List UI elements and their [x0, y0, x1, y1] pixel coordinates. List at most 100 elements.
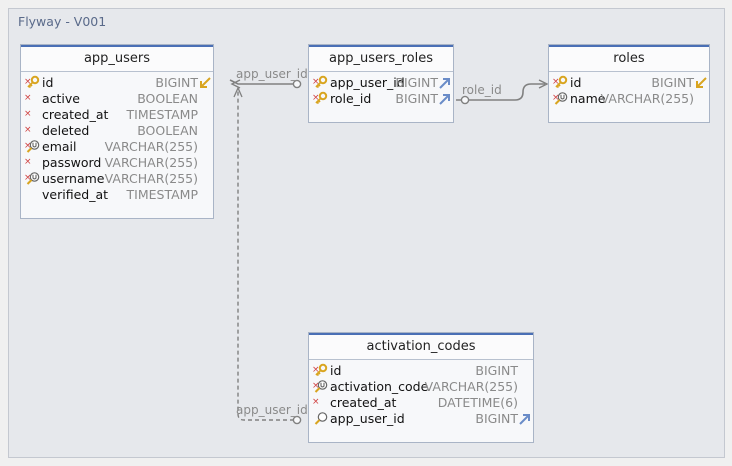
- fk-arrow-icon: [438, 92, 452, 106]
- primary-key-icon: [314, 363, 328, 379]
- not-null-mark-icon: ×: [312, 365, 320, 375]
- column-type: BOOLEAN: [137, 123, 198, 138]
- column-name: password: [42, 155, 102, 170]
- column-type: BIGINT: [155, 75, 198, 90]
- column-name: app_user_id: [330, 411, 405, 426]
- column-name: role_id: [330, 91, 372, 106]
- column-name: active: [42, 91, 80, 106]
- fk-arrow-icon: [518, 412, 532, 426]
- column-row-created-at[interactable]: × created_at TIMESTAMP: [21, 107, 213, 123]
- column-type: TIMESTAMP: [126, 107, 198, 122]
- column-name: id: [570, 75, 582, 90]
- column-name: verified_at: [42, 187, 109, 202]
- column-type: VARCHAR(255): [104, 155, 198, 170]
- not-null-mark-icon: ×: [24, 125, 32, 135]
- diagram-title: Flyway - V001: [18, 14, 107, 29]
- not-null-mark-icon: ×: [312, 77, 320, 87]
- column-row-app-user-id[interactable]: app_user_id BIGINT: [309, 411, 533, 427]
- column-row-active[interactable]: × active BOOLEAN: [21, 91, 213, 107]
- not-null-mark-icon: ×: [24, 93, 32, 103]
- not-null-mark-icon: ×: [24, 109, 32, 119]
- table-header: app_users_roles: [309, 47, 453, 72]
- column-type: DATETIME(6): [437, 395, 518, 410]
- column-row-email[interactable]: × email VARCHAR(255): [21, 139, 213, 155]
- table-header: roles: [549, 47, 709, 72]
- primary-key-icon: [314, 75, 328, 91]
- primary-key-icon: [314, 91, 328, 107]
- relation-label: app_user_id: [236, 403, 308, 417]
- relation-arrow-head: [230, 79, 241, 89]
- table-header: app_users: [21, 47, 213, 72]
- column-name: id: [330, 363, 342, 378]
- not-null-mark-icon: ×: [24, 157, 32, 167]
- column-row-verified-at[interactable]: verified_at TIMESTAMP: [21, 187, 213, 203]
- not-null-mark-icon: ×: [24, 141, 32, 151]
- primary-key-icon: [26, 75, 40, 91]
- column-type: BIGINT: [475, 411, 518, 426]
- column-name: email: [42, 139, 77, 154]
- column-name: created_at: [42, 107, 109, 122]
- table-accent-bar: [309, 333, 533, 335]
- relation-line-activation-user[interactable]: [237, 90, 301, 421]
- index-icon: [314, 411, 328, 427]
- relation-label: app_user_id: [236, 67, 308, 81]
- table-accent-bar: [21, 45, 213, 47]
- column-type: TIMESTAMP: [126, 187, 198, 202]
- column-row-deleted[interactable]: × deleted BOOLEAN: [21, 123, 213, 139]
- unique-index-icon: [554, 91, 568, 107]
- column-type: BOOLEAN: [137, 91, 198, 106]
- unique-index-icon: [26, 139, 40, 155]
- column-name: name: [570, 91, 606, 106]
- column-type: BIGINT: [395, 75, 438, 90]
- column-name: deleted: [42, 123, 90, 138]
- pk-arrow-icon: [694, 76, 708, 90]
- not-null-mark-icon: ×: [312, 93, 320, 103]
- column-name: id: [42, 75, 54, 90]
- table-accent-bar: [309, 45, 453, 47]
- relation-endpoint-circle: [292, 415, 302, 425]
- column-name: activation_code: [330, 379, 429, 394]
- unique-index-icon: [26, 171, 40, 187]
- column-type: BIGINT: [651, 75, 694, 90]
- fk-arrow-icon: [438, 76, 452, 90]
- not-null-mark-icon: ×: [24, 173, 32, 183]
- relation-arrow-head: [538, 79, 549, 89]
- not-null-mark-icon: ×: [312, 381, 320, 391]
- primary-key-icon: [554, 75, 568, 91]
- relation-line-app-user-id[interactable]: [229, 79, 301, 85]
- pk-arrow-icon: [198, 76, 212, 90]
- column-type: VARCHAR(255): [104, 171, 198, 186]
- not-null-mark-icon: ×: [552, 93, 560, 103]
- not-null-mark-icon: ×: [312, 397, 320, 407]
- column-name: created_at: [330, 395, 397, 410]
- relation-line-role-id[interactable]: [456, 83, 545, 101]
- column-name: app_user_id: [330, 75, 405, 90]
- relation-endpoint-circle: [292, 79, 302, 89]
- relation-label: role_id: [462, 83, 502, 97]
- table-accent-bar: [549, 45, 709, 47]
- table-header: activation_codes: [309, 335, 533, 360]
- column-name: username: [42, 171, 105, 186]
- column-row-created-at[interactable]: × created_at DATETIME(6): [309, 395, 533, 411]
- column-type: VARCHAR(255): [104, 139, 198, 154]
- relation-endpoint-circle: [460, 95, 470, 105]
- column-type: VARCHAR(255): [424, 379, 518, 394]
